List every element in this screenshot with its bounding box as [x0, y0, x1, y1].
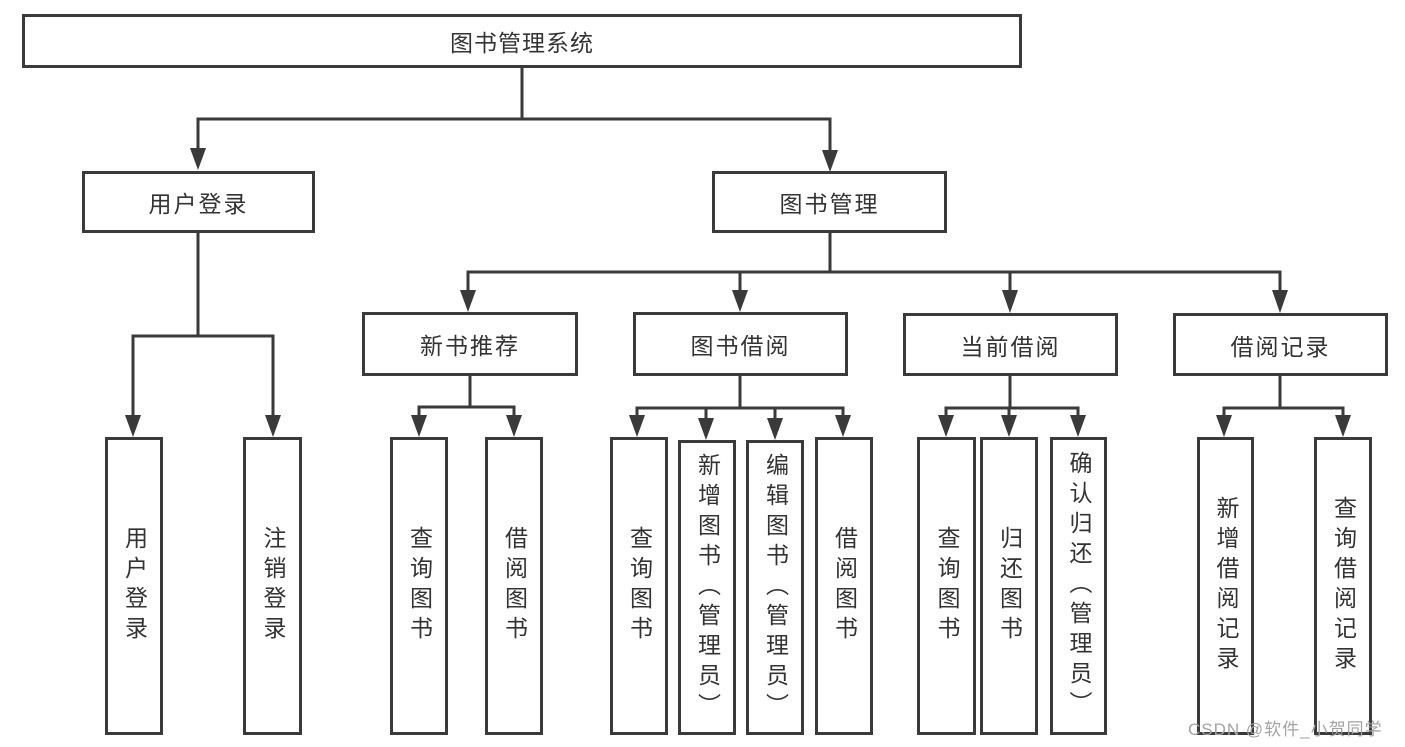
leaf-query-books-1: 查询图书 — [390, 437, 448, 735]
leaf-query-books-3-label: 查询图书 — [934, 526, 960, 646]
leaf-add-borrow-record-label: 新增借阅记录 — [1213, 496, 1239, 676]
leaf-add-borrow-record: 新增借阅记录 — [1197, 437, 1254, 735]
leaf-add-books-admin: 新增图书（管理员） — [678, 440, 736, 735]
node-borrow-records: 借阅记录 — [1173, 313, 1388, 376]
connector-new-book-recommend — [411, 376, 522, 437]
connector-user-login — [125, 233, 281, 437]
node-book-management: 图书管理 — [712, 171, 947, 233]
leaf-user-login-label: 用户登录 — [121, 526, 148, 646]
node-root: 图书管理系统 — [22, 14, 1022, 68]
leaf-query-books-2-label: 查询图书 — [626, 526, 653, 646]
leaf-query-borrow-record: 查询借阅记录 — [1314, 437, 1372, 735]
connector-root — [190, 68, 838, 172]
leaf-user-login: 用户登录 — [105, 437, 163, 735]
leaf-borrow-books-2: 借阅图书 — [815, 437, 873, 735]
node-borrow-records-label: 借阅记录 — [1230, 333, 1331, 360]
node-new-book-recommend-label: 新书推荐 — [420, 333, 520, 359]
node-book-borrow: 图书借阅 — [633, 312, 848, 376]
node-book-borrow-label: 图书借阅 — [690, 333, 791, 359]
node-current-borrow-label: 当前借阅 — [960, 333, 1061, 360]
leaf-edit-books-admin-label: 编辑图书（管理员） — [762, 452, 789, 723]
leaf-add-books-admin-label: 新增图书（管理员） — [694, 452, 721, 723]
leaf-confirm-return-admin: 确认归还（管理员） — [1050, 437, 1107, 735]
leaf-borrow-books-1: 借阅图书 — [485, 437, 543, 735]
leaf-confirm-return-admin-label: 确认归还（管理员） — [1066, 451, 1092, 721]
leaf-query-books-1-label: 查询图书 — [406, 526, 433, 646]
node-book-management-label: 图书管理 — [779, 191, 880, 217]
connector-borrow-records — [1216, 376, 1351, 437]
leaf-return-books-label: 归还图书 — [996, 526, 1023, 646]
leaf-logout-label: 注销登录 — [260, 526, 286, 646]
csdn-watermark: CSDN @软件_小贺同学 — [1188, 720, 1383, 739]
node-user-login: 用户登录 — [82, 171, 315, 233]
connector-book-borrow — [629, 376, 851, 440]
connector-current-borrow — [938, 376, 1086, 437]
leaf-query-borrow-record-label: 查询借阅记录 — [1330, 496, 1357, 676]
connector-book-management — [460, 233, 1288, 313]
node-user-login-label: 用户登录 — [148, 191, 249, 217]
leaf-query-books-2: 查询图书 — [610, 437, 668, 735]
leaf-query-books-3: 查询图书 — [917, 437, 976, 735]
leaf-borrow-books-1-label: 借阅图书 — [501, 526, 528, 646]
node-new-book-recommend: 新书推荐 — [362, 312, 578, 376]
leaf-return-books: 归还图书 — [980, 437, 1038, 735]
leaf-edit-books-admin: 编辑图书（管理员） — [746, 440, 804, 735]
leaf-borrow-books-2-label: 借阅图书 — [831, 526, 858, 646]
leaf-logout: 注销登录 — [243, 437, 302, 735]
node-root-label: 图书管理系统 — [450, 30, 594, 56]
node-current-borrow: 当前借阅 — [903, 313, 1118, 376]
